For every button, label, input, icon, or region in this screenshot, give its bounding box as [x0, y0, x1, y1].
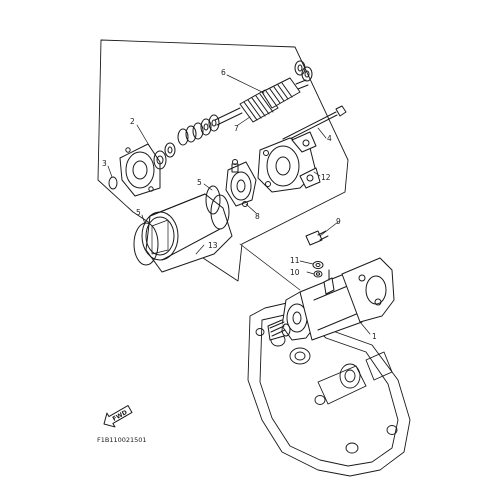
diagram-code: F1B110021501: [97, 436, 147, 444]
nut-part-11: [312, 261, 324, 269]
callout-7: 7: [234, 124, 239, 133]
engine-crankcase: [247, 299, 411, 477]
leader-12: [313, 171, 321, 177]
callout-8: 8: [255, 212, 260, 221]
callout-6: 6: [221, 68, 226, 77]
yoke-part-13: [141, 193, 233, 273]
callout-9: 9: [336, 217, 341, 226]
exploded-view-frame: [97, 39, 349, 282]
leader-1: [359, 321, 371, 335]
leader-10: [306, 271, 315, 275]
o-ring-part-3: [108, 176, 118, 190]
callout-5-lower: 5: [136, 208, 141, 217]
callout-3: 3: [102, 159, 107, 168]
leader-5-lower: [141, 214, 146, 225]
leader-4: [317, 127, 327, 139]
o-ring-part-5-lower: [133, 222, 159, 266]
leader-3: [107, 165, 113, 178]
callout-4: 4: [327, 134, 332, 143]
front-bracket-part-2: [119, 143, 167, 197]
washer-part-10: [313, 270, 323, 278]
starter-motor-assembly-part-1: [267, 257, 395, 341]
through-bolt-part-4: [282, 105, 347, 143]
callout-12: 12: [321, 173, 331, 182]
rear-housing-part-12: [257, 131, 321, 193]
fwd-arrow-icon: FWD: [103, 405, 133, 428]
rear-washers: [294, 60, 313, 82]
leader-8: [245, 203, 257, 214]
callout-10: 10: [290, 268, 300, 277]
leader-11: [299, 260, 314, 265]
callout-13: 13: [208, 241, 218, 250]
brush-holder-part-8: [225, 159, 257, 207]
leader-7: [237, 116, 251, 126]
leader-6: [226, 74, 265, 94]
o-ring-part-5-upper: [205, 185, 221, 215]
callout-1: 1: [372, 332, 377, 341]
leader-13: [195, 244, 205, 255]
callout-5-upper: 5: [197, 178, 202, 187]
callout-2: 2: [130, 117, 135, 126]
callout-labels: 1 2 3 4 5 5 6 7 8 9 10 11 12 13: [102, 68, 377, 341]
leader-5-upper: [203, 183, 213, 191]
callout-leaders: [107, 74, 371, 335]
leader-2: [136, 124, 151, 148]
washer-stack: [164, 114, 220, 158]
fwd-arrow-label: FWD: [111, 409, 128, 423]
bolt-part-9: [305, 230, 329, 246]
leader-9: [319, 221, 339, 237]
leader-frame-to-assembly: [239, 243, 301, 291]
armature-part-6: [214, 77, 309, 126]
callout-11: 11: [290, 256, 300, 265]
